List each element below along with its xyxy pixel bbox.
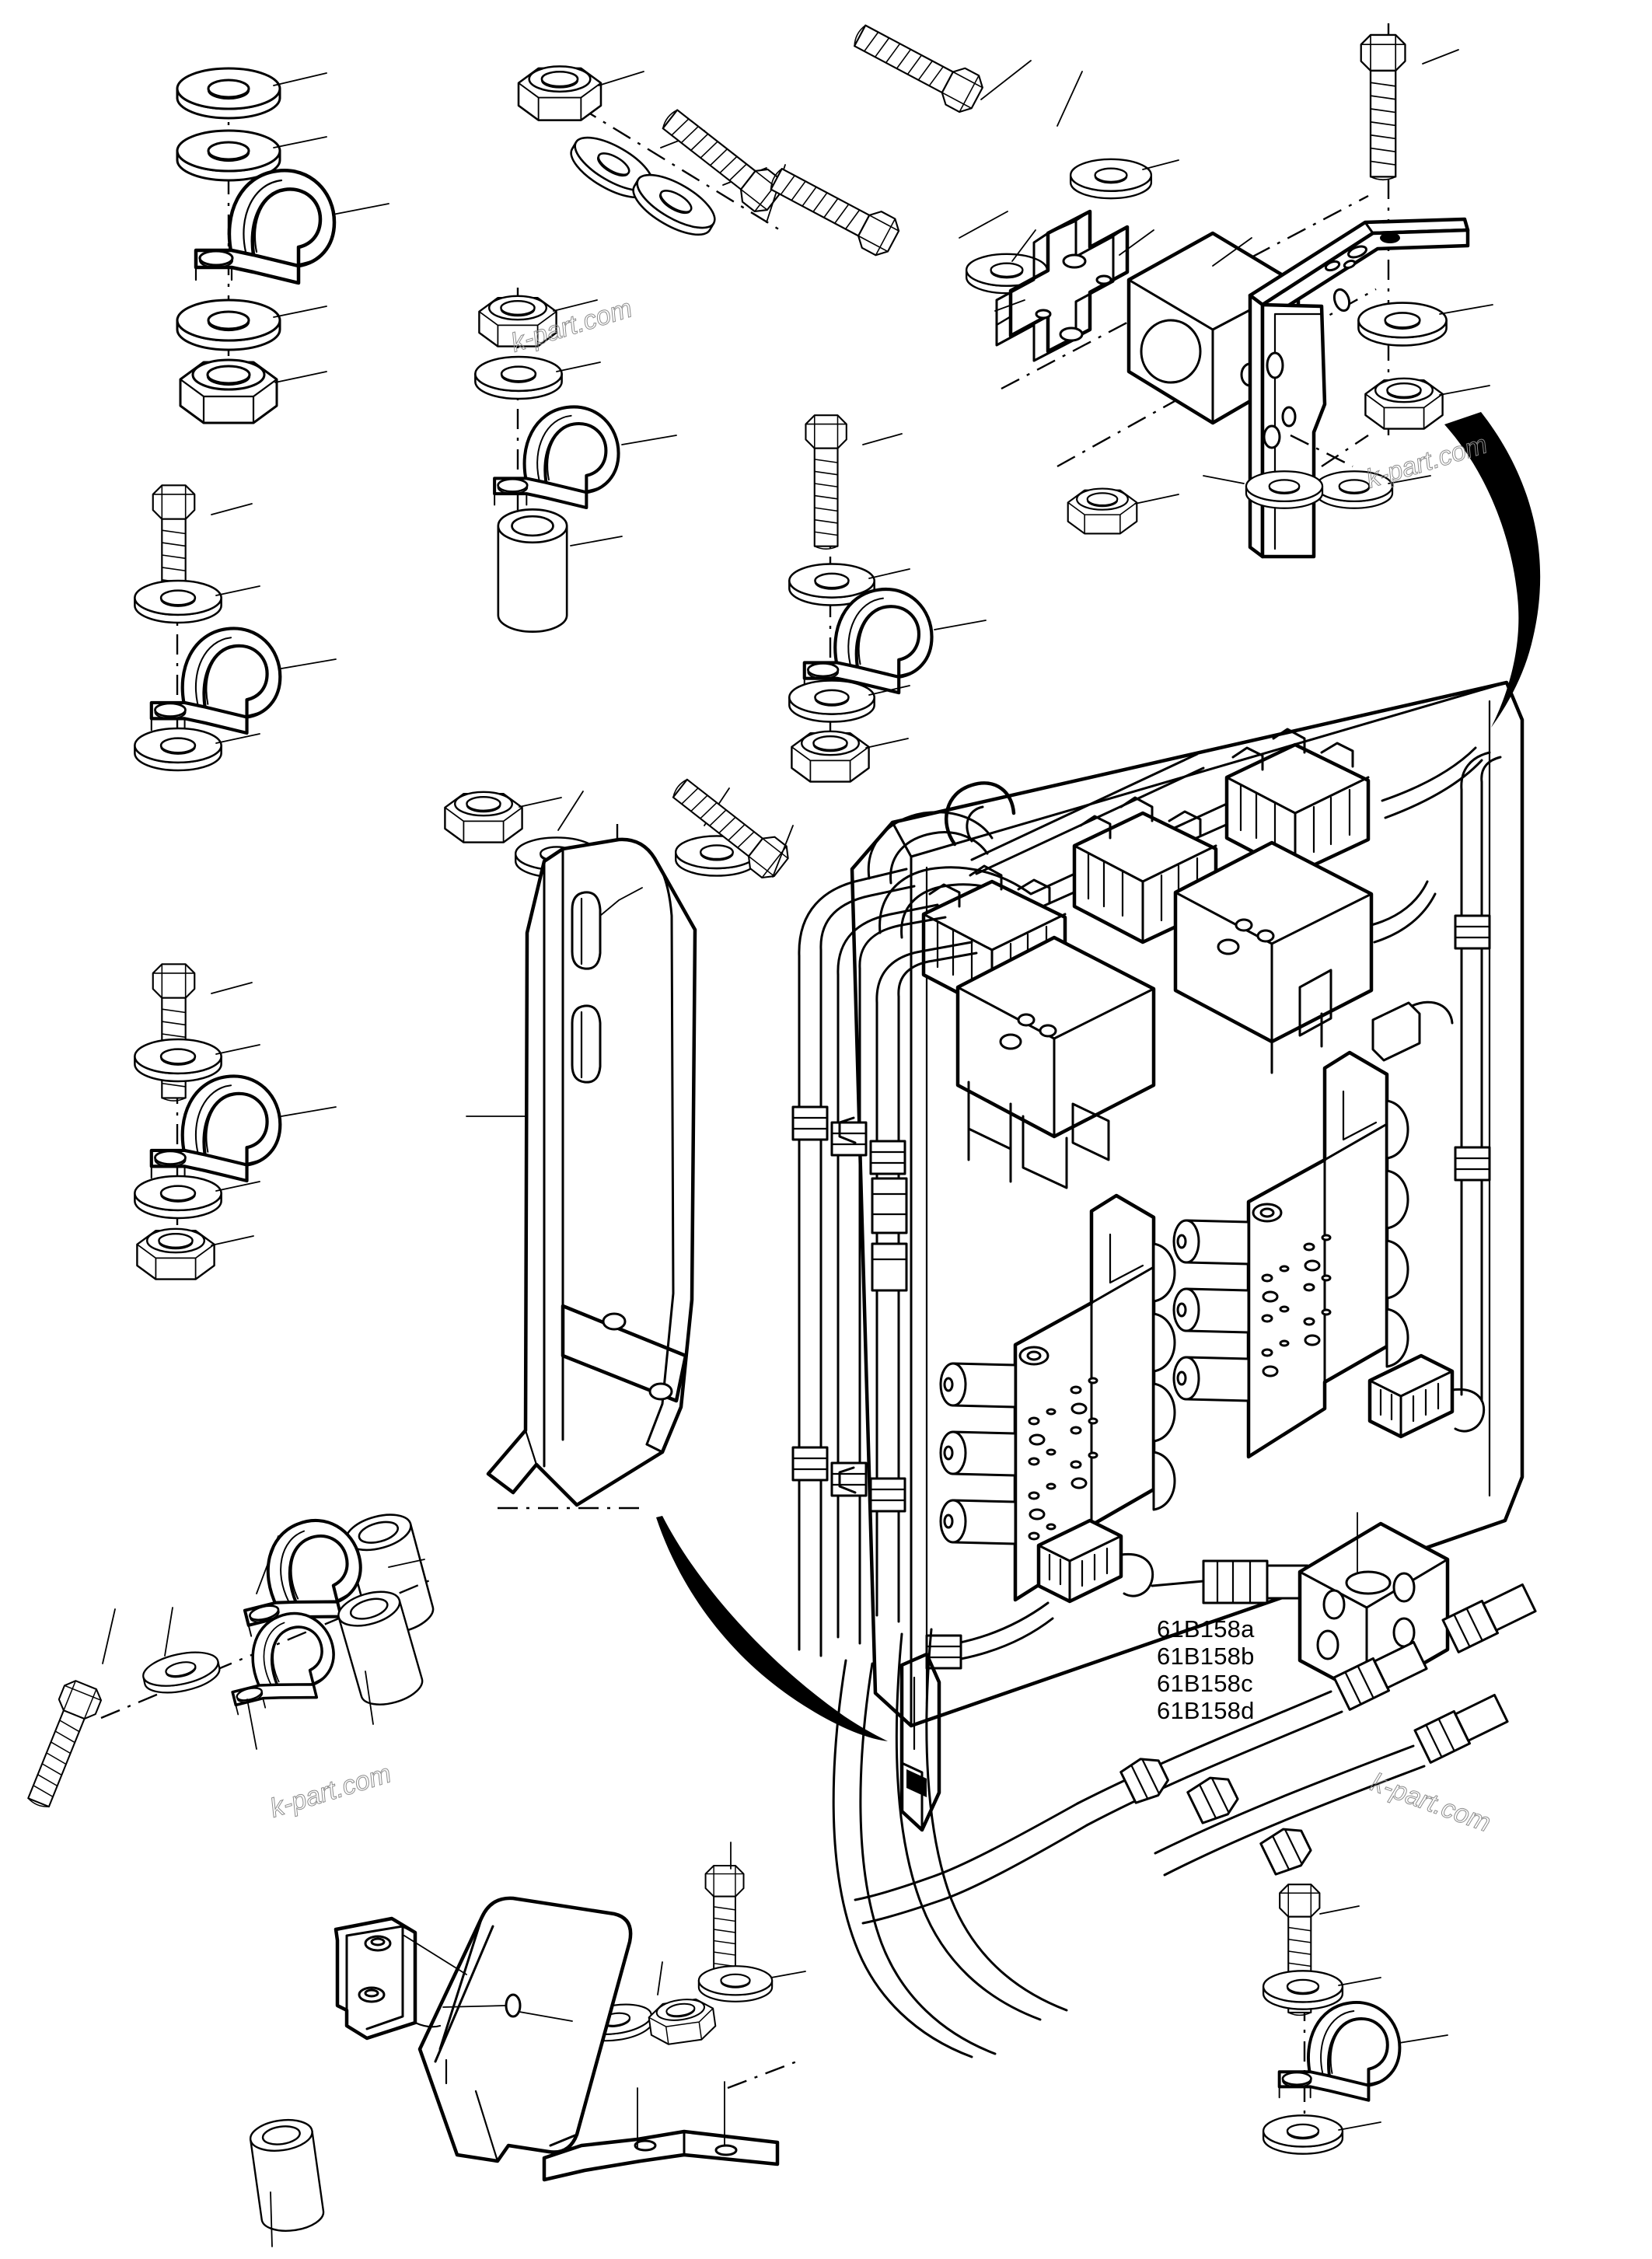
cross-plate-and-block xyxy=(994,194,1377,468)
clamp-pair-bottom-left xyxy=(18,1511,436,1814)
manifold-block-left xyxy=(939,1193,1176,1602)
main-valve-stack xyxy=(791,680,1537,2058)
pointer-arrow-left xyxy=(656,1516,888,1741)
bolt-washer-stack-top-center xyxy=(517,65,788,246)
electrical-connector-left xyxy=(1036,1518,1154,1604)
lower-hose-bundle xyxy=(832,1628,1068,2058)
angle-bracket-top-right xyxy=(1067,23,1493,559)
support-bracket-center xyxy=(341,770,795,1641)
part-number-b: 61B158b xyxy=(1157,1643,1255,1670)
panel-right-fittings xyxy=(1371,1000,1454,1062)
clamp-assembly-mid-center xyxy=(788,414,987,783)
hose-set xyxy=(854,1583,1537,1925)
panel-bottom-bracket xyxy=(899,1652,941,1832)
part-number-c: 61B158c xyxy=(1157,1670,1253,1697)
clamp-assembly-mid-left xyxy=(134,484,337,772)
clamp-assembly-bottom-right xyxy=(1262,1884,1448,2161)
part-number-a: 61B158a xyxy=(1157,1615,1255,1643)
clamp-assembly-upper-left-2 xyxy=(474,288,677,633)
bolt-stack-top-center-2 xyxy=(763,15,1179,295)
clamp-assembly-lower-left xyxy=(134,963,337,1280)
manifold-block-right xyxy=(1172,1050,1409,1459)
part-number-d: 61B158d xyxy=(1157,1697,1255,1724)
electrical-connector-right xyxy=(1367,1353,1486,1439)
mount-bracket-bottom-center xyxy=(247,1842,806,2247)
clamp-assembly-top-left xyxy=(176,67,389,424)
piping-harness xyxy=(791,746,1502,1657)
pointer-arrow-right xyxy=(1444,412,1541,728)
inline-hose-fitting xyxy=(925,1559,1354,1670)
